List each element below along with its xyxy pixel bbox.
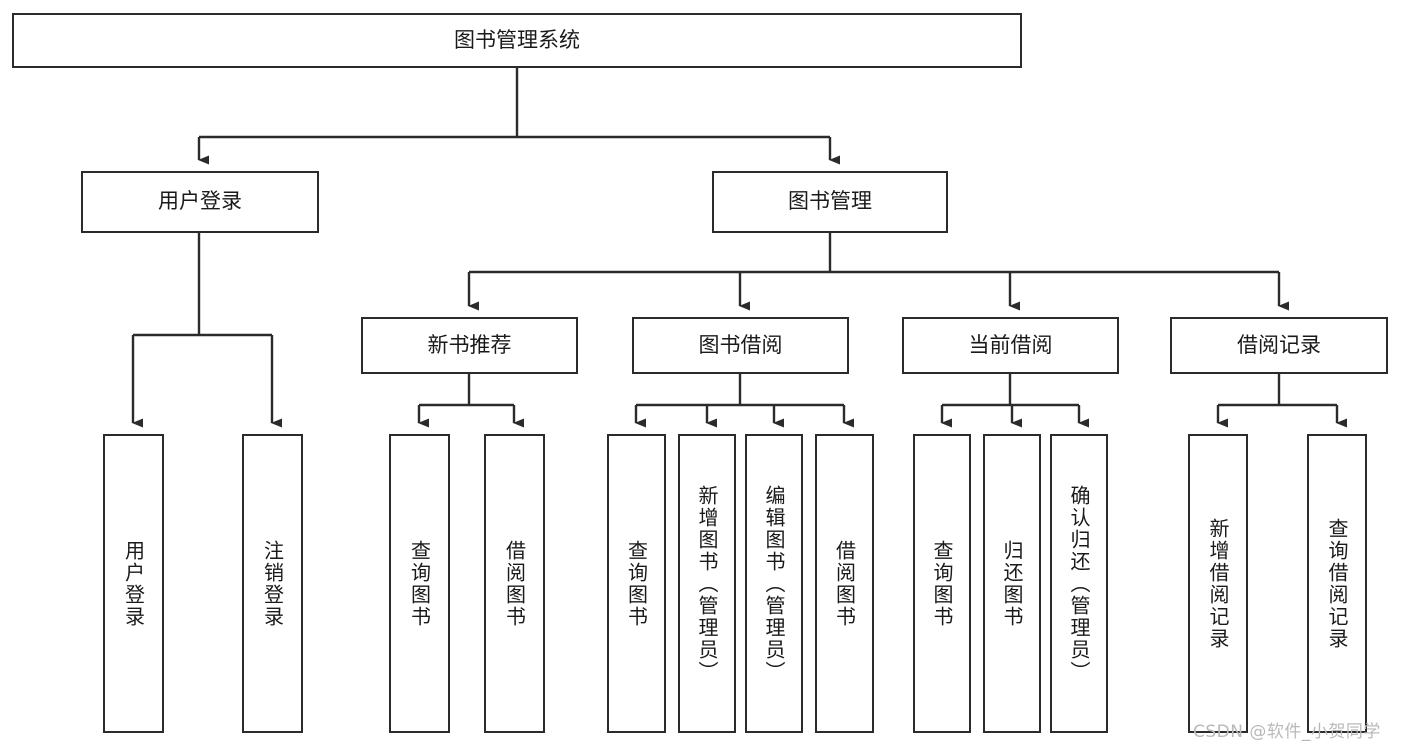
node-root-label: 图书管理系统 <box>454 27 580 52</box>
node-leaf-user-login-label: 用户登录 <box>121 539 146 628</box>
node-book-borrow-label: 图书借阅 <box>698 332 783 357</box>
node-leaf-confirm-return-admin[interactable]: 确认归还（管理员） <box>1050 434 1108 733</box>
node-leaf-user-login[interactable]: 用户登录 <box>103 434 164 733</box>
node-borrow-records-label: 借阅记录 <box>1237 332 1321 357</box>
node-user-login-label: 用户登录 <box>158 189 242 214</box>
watermark-text: CSDN @软件_小贺同学 <box>1193 722 1381 742</box>
node-new-book-recommend-label: 新书推荐 <box>427 332 512 357</box>
node-leaf-add-book-admin[interactable]: 新增图书（管理员） <box>678 434 736 733</box>
node-leaf-add-borrow-record[interactable]: 新增借阅记录 <box>1188 434 1248 733</box>
node-leaf-confirm-return-admin-label: 确认归还（管理员） <box>1067 484 1091 683</box>
node-leaf-borrow-book[interactable]: 借阅图书 <box>815 434 874 733</box>
node-leaf-query-books-borrow[interactable]: 查询图书 <box>607 434 666 733</box>
node-leaf-add-borrow-record-label: 新增借阅记录 <box>1206 517 1230 650</box>
node-leaf-add-book-admin-label: 新增图书（管理员） <box>695 484 719 683</box>
node-current-borrow[interactable]: 当前借阅 <box>902 317 1119 374</box>
node-leaf-borrow-books-rec-label: 借阅图书 <box>502 539 527 628</box>
node-user-login[interactable]: 用户登录 <box>81 171 319 233</box>
node-root[interactable]: 图书管理系统 <box>12 13 1022 68</box>
node-leaf-logout[interactable]: 注销登录 <box>242 434 303 733</box>
node-leaf-return-book-label: 归还图书 <box>1000 539 1024 628</box>
node-leaf-query-books-rec[interactable]: 查询图书 <box>389 434 450 733</box>
node-leaf-query-books-rec-label: 查询图书 <box>407 539 432 628</box>
node-leaf-borrow-books-rec[interactable]: 借阅图书 <box>484 434 545 733</box>
node-leaf-query-books-current[interactable]: 查询图书 <box>913 434 971 733</box>
node-leaf-borrow-book-label: 借阅图书 <box>832 539 857 628</box>
node-leaf-logout-label: 注销登录 <box>260 539 285 628</box>
node-leaf-return-book[interactable]: 归还图书 <box>983 434 1041 733</box>
node-leaf-query-books-current-label: 查询图书 <box>930 539 954 628</box>
node-leaf-edit-book-admin[interactable]: 编辑图书（管理员） <box>745 434 803 733</box>
node-new-book-recommend[interactable]: 新书推荐 <box>361 317 578 374</box>
node-book-management-label: 图书管理 <box>788 189 872 214</box>
node-book-management[interactable]: 图书管理 <box>712 171 948 233</box>
node-borrow-records[interactable]: 借阅记录 <box>1170 317 1388 374</box>
node-current-borrow-label: 当前借阅 <box>968 332 1053 357</box>
node-leaf-query-borrow-record-label: 查询借阅记录 <box>1325 517 1349 650</box>
node-leaf-query-borrow-record[interactable]: 查询借阅记录 <box>1307 434 1367 733</box>
node-book-borrow[interactable]: 图书借阅 <box>632 317 849 374</box>
node-leaf-edit-book-admin-label: 编辑图书（管理员） <box>762 484 786 683</box>
node-leaf-query-books-borrow-label: 查询图书 <box>624 539 649 628</box>
